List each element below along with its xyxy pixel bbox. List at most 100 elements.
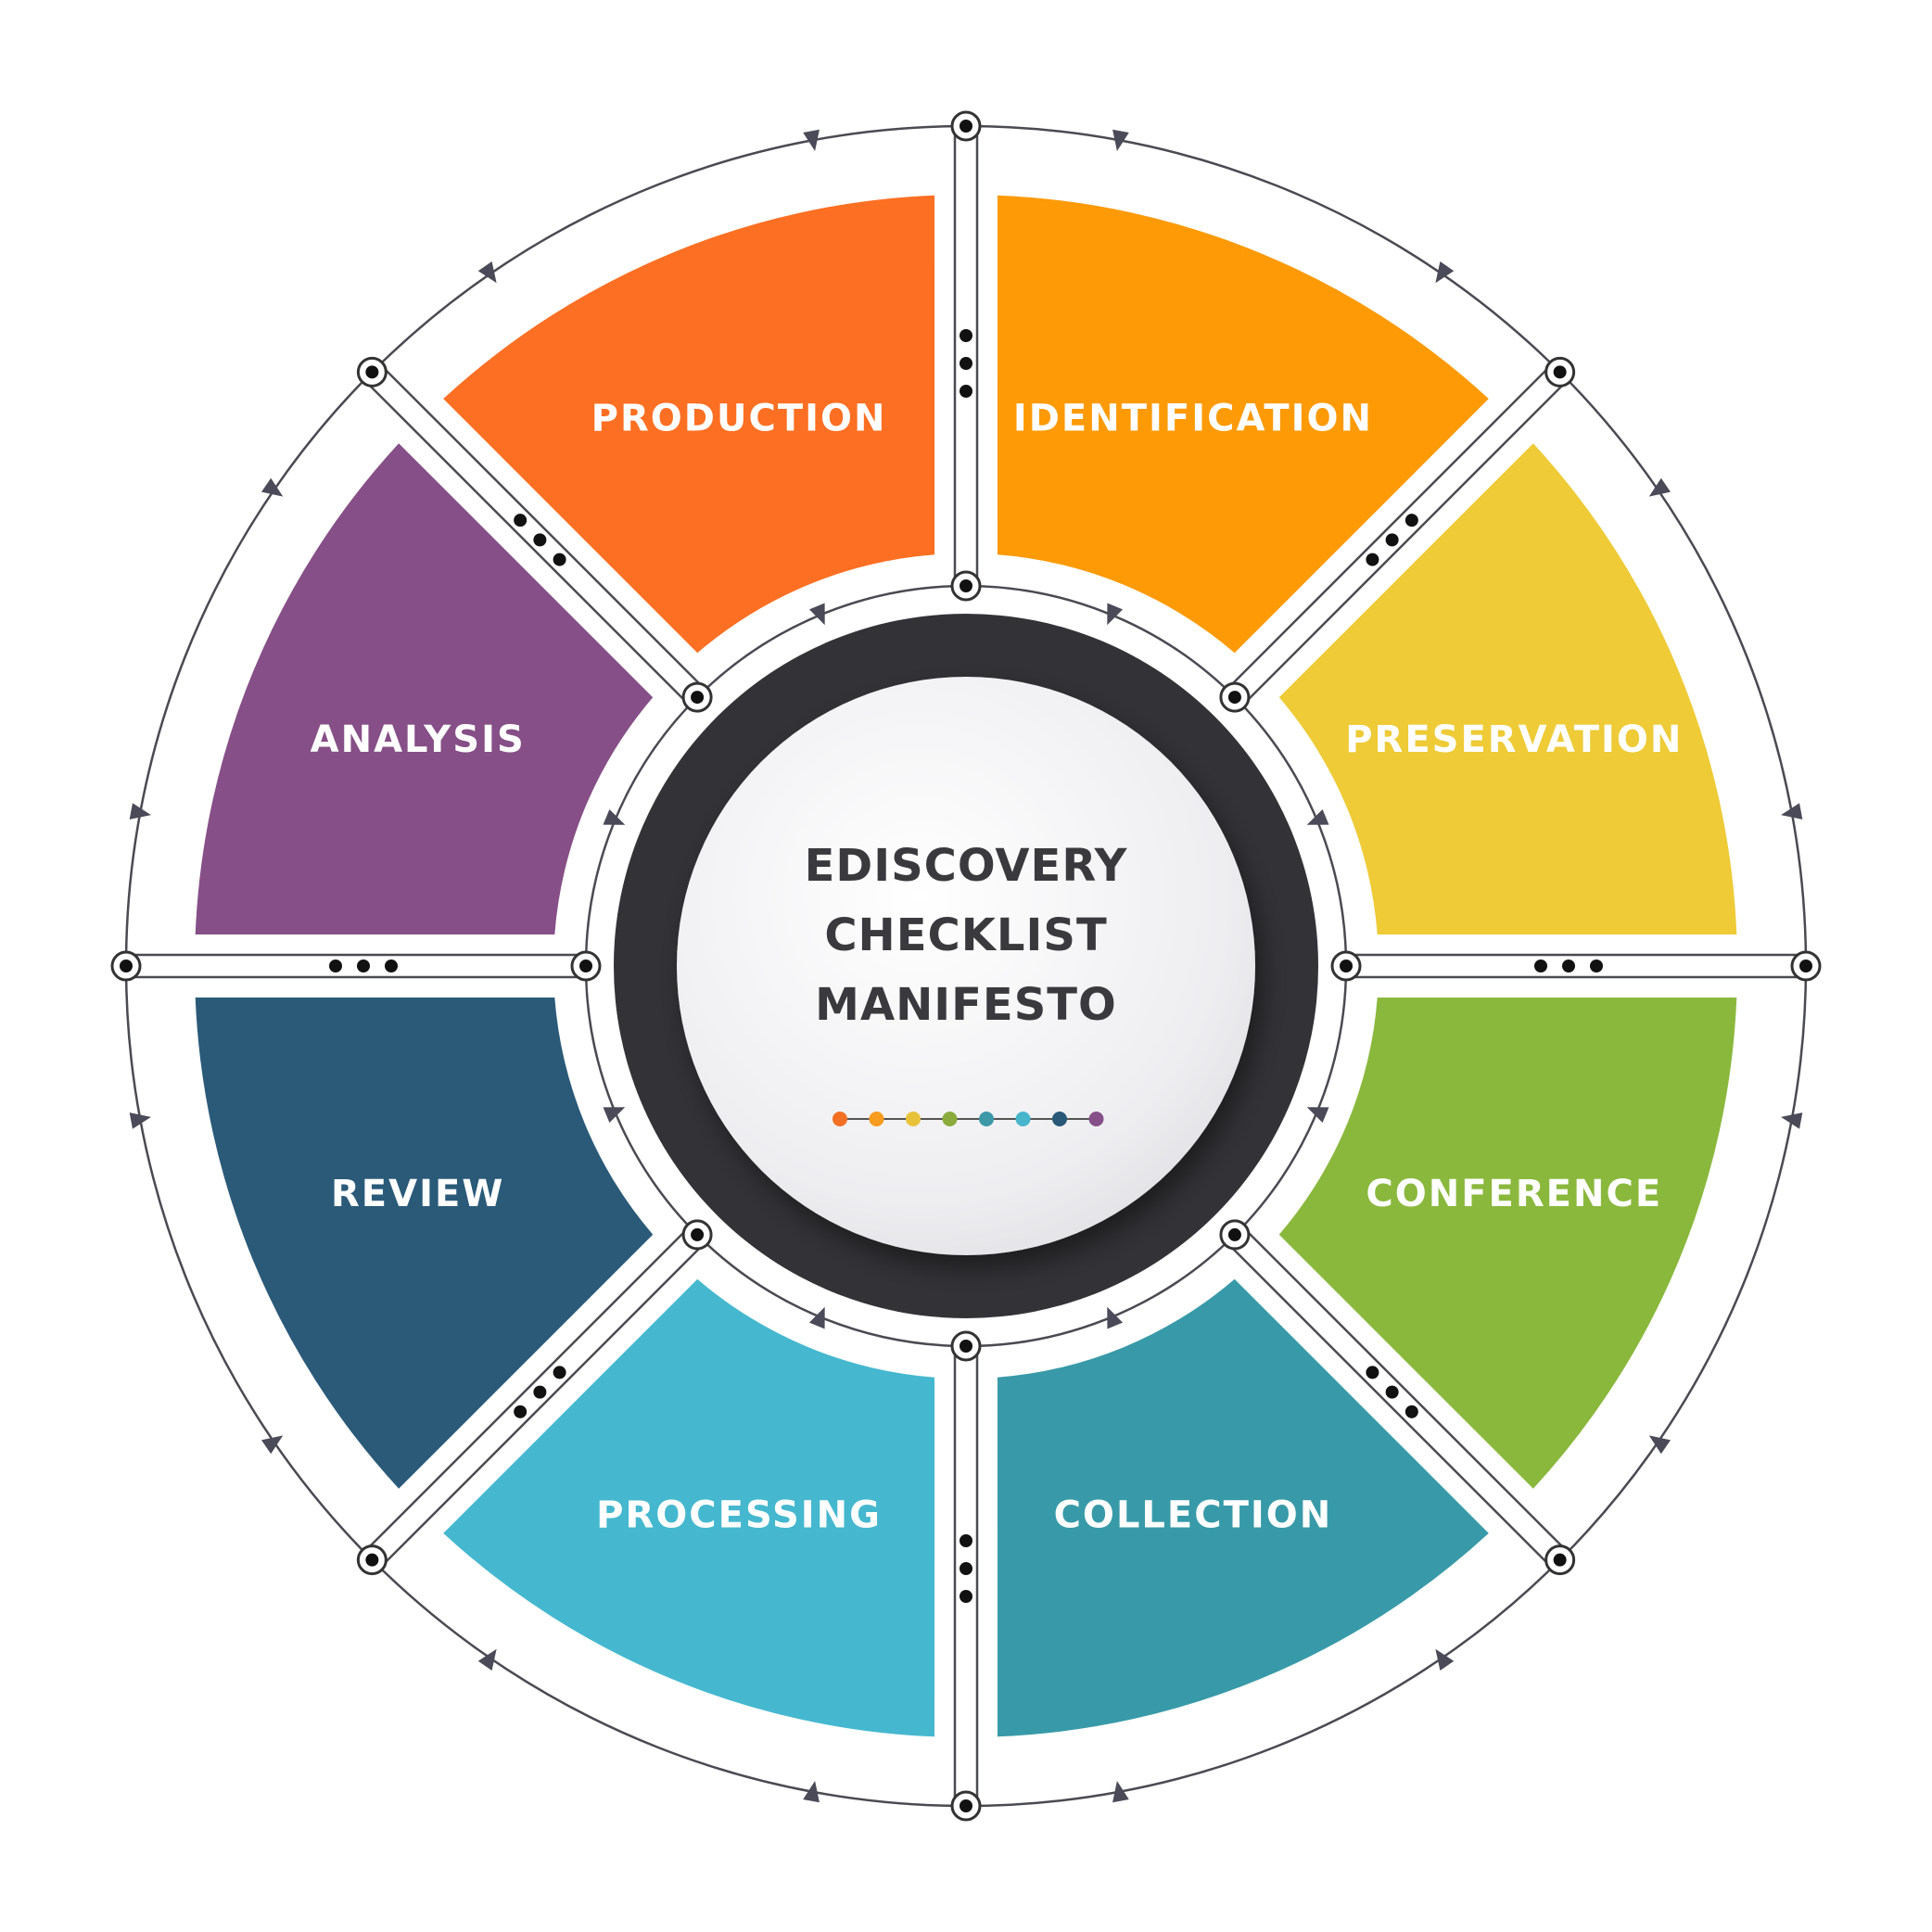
center-dot-5: [1015, 1112, 1031, 1126]
center-title-line-2: CHECKLIST: [824, 909, 1107, 961]
spoke-dot-2-1: [1562, 960, 1575, 972]
segment-label-analysis: ANALYSIS: [311, 718, 526, 761]
center-dot-row: [833, 1112, 1104, 1126]
outer-arrow-7: [803, 129, 820, 151]
center-dot-2: [906, 1112, 921, 1126]
segment-processing: [443, 1278, 935, 1737]
spoke-line-3-1: [1226, 1241, 1554, 1570]
spoke-dot-5-0: [553, 1366, 566, 1379]
spoke-dot-2-0: [1534, 960, 1547, 972]
outer-arrow-4: [477, 1648, 497, 1671]
segment-label-identification: IDENTIFICATION: [1013, 398, 1373, 440]
segments-layer: [195, 195, 1737, 1737]
outer-arrow-b-2: [1781, 1112, 1803, 1129]
spoke-line-3-0: [1241, 1226, 1570, 1554]
inner-arrow-5: [603, 1107, 626, 1124]
segment-label-production: PRODUCTION: [591, 398, 887, 440]
inner-arrow-0: [1107, 603, 1124, 626]
spoke-dot-2-2: [1590, 960, 1603, 972]
spoke-gap-5: [365, 1227, 705, 1567]
spoke-dot-7-1: [533, 533, 547, 547]
center-dot-1: [869, 1112, 884, 1126]
segment-labels: IDENTIFICATION PRESERVATION CONFERENCE COLL…: [311, 398, 1683, 1537]
segment-preservation: [1278, 443, 1737, 935]
center-dot-6: [1052, 1112, 1067, 1126]
segment-identification: [997, 195, 1489, 654]
center-dot-7: [1088, 1112, 1104, 1126]
inner-node-1: [1219, 681, 1251, 713]
outer-arrow-b-7: [477, 261, 497, 284]
inner-arrow-3: [1107, 1306, 1124, 1329]
spoke-dot-1-1: [1385, 533, 1399, 547]
inner-node-4: [950, 1330, 982, 1362]
spoke-line-1-0: [1226, 362, 1554, 691]
outer-arrow-6: [261, 477, 284, 497]
center-title-line-1: EDISCOVERY: [805, 840, 1128, 892]
segment-collection: [997, 1278, 1489, 1737]
spoke-dot-1-0: [1366, 553, 1379, 566]
spoke-dot-4-1: [960, 1562, 972, 1575]
outer-arrow-0: [1435, 261, 1455, 284]
outer-arrow-b-3: [1435, 1648, 1455, 1671]
outer-node-7: [356, 356, 388, 388]
spoke-gap-7: [365, 365, 705, 705]
inner-arrow-1: [1306, 808, 1329, 825]
segment-production: [443, 195, 935, 654]
inner-node-5: [681, 1219, 713, 1251]
outer-arrow-b-1: [1648, 477, 1671, 497]
inner-arrow-6: [603, 808, 626, 825]
spoke-dot-3-1: [1385, 1385, 1399, 1399]
outer-arrow-b-6: [129, 803, 151, 820]
center-dot-0: [833, 1112, 847, 1126]
spoke-dot-0-0: [960, 385, 972, 398]
spoke-dot-0-1: [960, 357, 972, 370]
inner-node-3: [1219, 1219, 1251, 1251]
segment-label-preservation: PRESERVATION: [1345, 718, 1683, 761]
inner-arrow-4: [808, 1306, 825, 1329]
spoke-dot-4-0: [960, 1534, 972, 1547]
outer-node-3: [1544, 1544, 1576, 1576]
outer-node-5: [356, 1544, 388, 1576]
center-hub: EDISCOVERY CHECKLIST MANIFESTO: [614, 614, 1318, 1318]
segment-label-collection: COLLECTION: [1054, 1493, 1333, 1536]
inner-node-7: [681, 681, 713, 713]
inner-node-0: [950, 570, 982, 602]
spoke-dot-3-2: [1405, 1405, 1418, 1418]
segment-analysis: [195, 443, 654, 935]
segment-label-processing: PROCESSING: [596, 1493, 882, 1536]
spoke-dot-5-2: [514, 1405, 527, 1418]
hub-face: [677, 677, 1255, 1255]
inner-node-2: [1330, 950, 1362, 982]
spoke-dot-4-2: [960, 1590, 972, 1603]
inner-arrow-7: [808, 603, 825, 626]
center-dot-3: [942, 1112, 958, 1126]
outer-node-6: [110, 950, 142, 982]
spoke-dot-7-2: [514, 514, 527, 527]
outer-node-1: [1544, 356, 1576, 388]
segment-label-review: REVIEW: [331, 1173, 504, 1215]
spoke-line-5-0: [378, 1241, 706, 1570]
segment-label-conference: CONFERENCE: [1366, 1173, 1662, 1215]
segment-conference: [1278, 997, 1737, 1489]
spoke-dot-6-0: [385, 960, 398, 972]
connector-nodes: [110, 110, 1822, 1822]
flow-arrows: [129, 129, 1803, 1803]
outer-arrow-2: [1648, 1435, 1671, 1455]
spoke-gap-1: [1227, 365, 1567, 705]
spoke-dot-0-2: [960, 329, 972, 342]
outer-node-2: [1790, 950, 1822, 982]
outer-arrow-1: [1781, 803, 1803, 820]
spoke-dot-7-0: [553, 553, 566, 566]
center-title-line-3: MANIFESTO: [815, 979, 1117, 1031]
center-dot-4: [979, 1112, 994, 1126]
spoke-line-1-1: [1241, 378, 1570, 706]
spoke-line-5-1: [362, 1226, 691, 1554]
outer-arrow-b-5: [261, 1435, 284, 1455]
spoke-dot-6-1: [357, 960, 370, 972]
spoke-line-7-0: [362, 378, 691, 706]
spoke-dot-5-1: [533, 1385, 547, 1399]
spoke-dot-3-0: [1366, 1366, 1379, 1379]
outer-node-4: [950, 1790, 982, 1822]
inner-arrow-2: [1306, 1107, 1329, 1124]
